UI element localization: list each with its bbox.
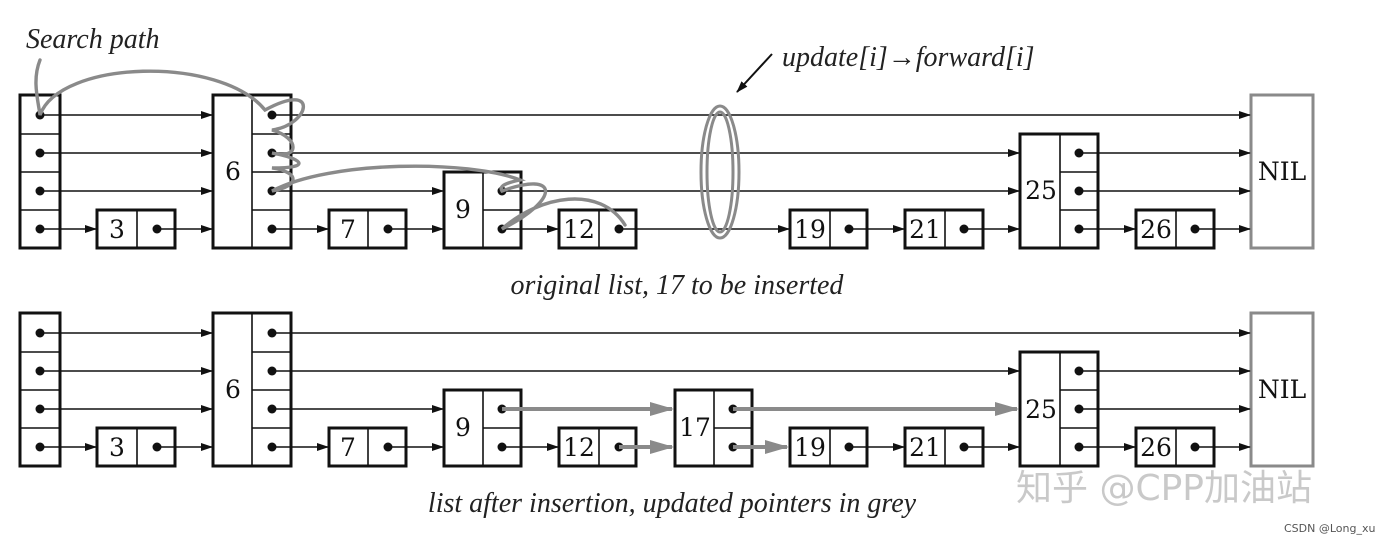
node-key: 26 (1140, 433, 1172, 462)
nil-label: NIL (1258, 157, 1306, 186)
node-key: 21 (909, 215, 941, 244)
node-6: 6 (211, 93, 293, 250)
header-node (18, 93, 62, 250)
node-key: 12 (563, 215, 595, 244)
update-arrow (736, 53, 773, 93)
node-key: 3 (109, 433, 125, 462)
search-path-label: Search path (26, 24, 160, 55)
node-key: 12 (563, 433, 595, 462)
update-forward-label: update[i]→forward[i] (782, 42, 1035, 73)
node-key: 7 (340, 215, 356, 244)
node-key: 9 (455, 413, 471, 442)
node-6: 6 (211, 311, 293, 468)
updated-pointers (502, 402, 1019, 454)
credit-watermark: CSDN @Long_xu (1284, 522, 1375, 535)
node-key: 6 (225, 157, 241, 186)
header-node (18, 311, 62, 468)
bottom-caption: list after insertion, updated pointers i… (428, 488, 917, 519)
node-21: 21 (903, 208, 985, 250)
watermark: 知乎 @CPP加油站 (1016, 468, 1312, 509)
nil-label: NIL (1258, 375, 1306, 404)
update-ellipse (699, 104, 741, 240)
node-key: 26 (1140, 215, 1172, 244)
forward-pointers (40, 329, 1251, 451)
node-key: 7 (340, 433, 356, 462)
nil-node: NIL (1249, 93, 1315, 250)
node-9: 9 (442, 388, 523, 468)
node-key: 19 (794, 215, 826, 244)
node-key: 25 (1025, 176, 1057, 205)
node-17-inserted: 17 (673, 388, 754, 468)
node-key: 17 (679, 413, 711, 442)
node-26: 26 (1134, 208, 1216, 250)
nil-node: NIL (1249, 311, 1315, 468)
node-key: 6 (225, 375, 241, 404)
node-key: 21 (909, 433, 941, 462)
node-key: 3 (109, 215, 125, 244)
updated-list: 3 6 7 9 (18, 311, 1315, 468)
forward-pointers (40, 111, 1251, 233)
node-key: 25 (1025, 395, 1057, 424)
original-list: 3 6 7 9 (18, 53, 1315, 250)
node-key: 19 (794, 433, 826, 462)
search-path-curve (34, 58, 627, 231)
node-key: 9 (455, 195, 471, 224)
top-caption: original list, 17 to be inserted (511, 270, 845, 301)
node-9: 9 (442, 170, 523, 250)
